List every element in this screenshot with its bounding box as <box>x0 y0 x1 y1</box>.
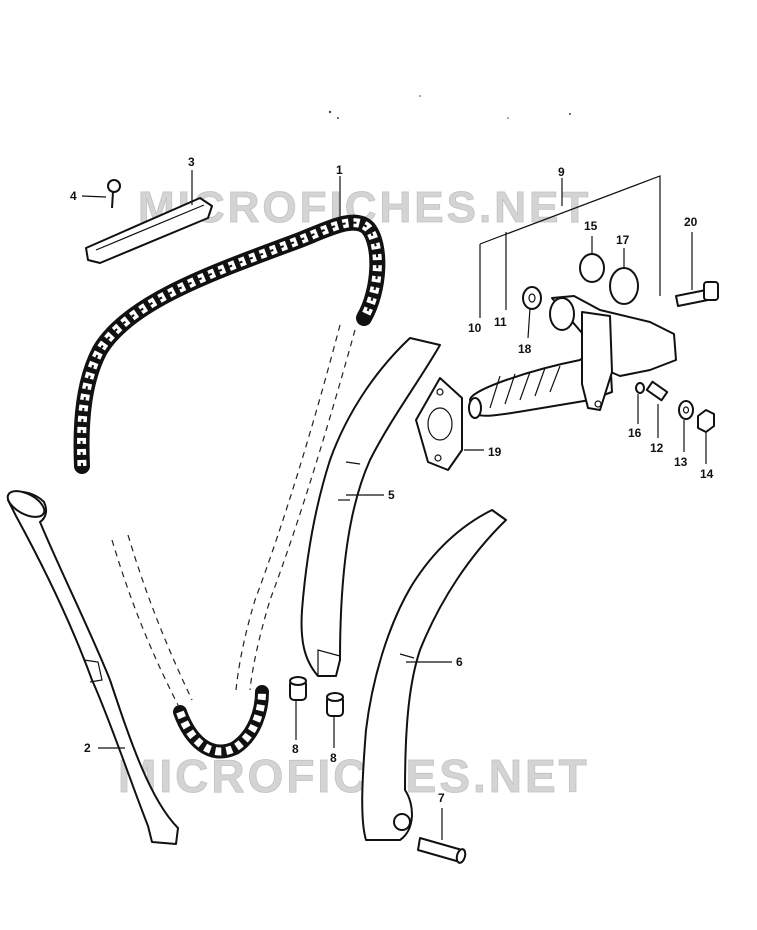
tensioner-body <box>468 295 677 419</box>
part-5-chain-damper <box>300 337 441 677</box>
part-18-washer <box>522 286 542 310</box>
callout-5: 5 <box>388 488 395 502</box>
callout-10: 10 <box>468 321 482 335</box>
callout-17: 17 <box>616 233 630 247</box>
callout-14: 14 <box>700 467 714 481</box>
part-15-oil-seal <box>579 253 605 283</box>
callout-7: 7 <box>438 791 445 805</box>
watermark-bottom: MICROFICHES.NET <box>118 750 590 802</box>
callout-6: 6 <box>456 655 463 669</box>
part-6-tensioner-arm <box>361 509 507 841</box>
part-13-washer <box>678 400 694 420</box>
callout-16: 16 <box>628 426 642 440</box>
part-19-gasket <box>415 377 463 471</box>
part-1-timing-chain <box>73 214 386 759</box>
part-20-bolt <box>675 281 719 307</box>
part-9-tensioner-assembly-box <box>479 175 661 310</box>
part-17-o-ring <box>609 267 639 305</box>
callout-18: 18 <box>518 342 532 356</box>
watermark-top: MICROFICHES.NET <box>138 183 591 232</box>
part-14-nut <box>697 409 715 433</box>
callout-11: 11 <box>494 315 507 329</box>
callout-19: 19 <box>488 445 502 459</box>
callout-20: 20 <box>684 215 698 229</box>
part-4-bolt <box>81 179 121 209</box>
callout-3: 3 <box>188 155 195 169</box>
part-12-stud <box>645 380 669 402</box>
leader-lines <box>98 170 707 840</box>
callout-13: 13 <box>674 455 688 469</box>
callout-8b: 8 <box>330 751 337 765</box>
part-2-chain-guide <box>6 490 179 845</box>
callout-9: 9 <box>558 165 565 179</box>
scan-specks <box>328 95 571 119</box>
callout-15: 15 <box>584 219 598 233</box>
part-7-pin <box>417 837 467 864</box>
callout-8a: 8 <box>292 742 299 756</box>
callout-labels: 1 2 3 4 5 6 7 8 8 9 10 11 12 13 14 15 16… <box>70 155 714 805</box>
part-3-chain-guide-plate <box>85 197 213 264</box>
callout-4: 4 <box>70 189 77 203</box>
part-16-pin <box>635 382 645 394</box>
callout-2: 2 <box>84 741 91 755</box>
part-8-plugs <box>289 676 344 717</box>
callout-1: 1 <box>336 163 343 177</box>
callout-12: 12 <box>650 441 664 455</box>
